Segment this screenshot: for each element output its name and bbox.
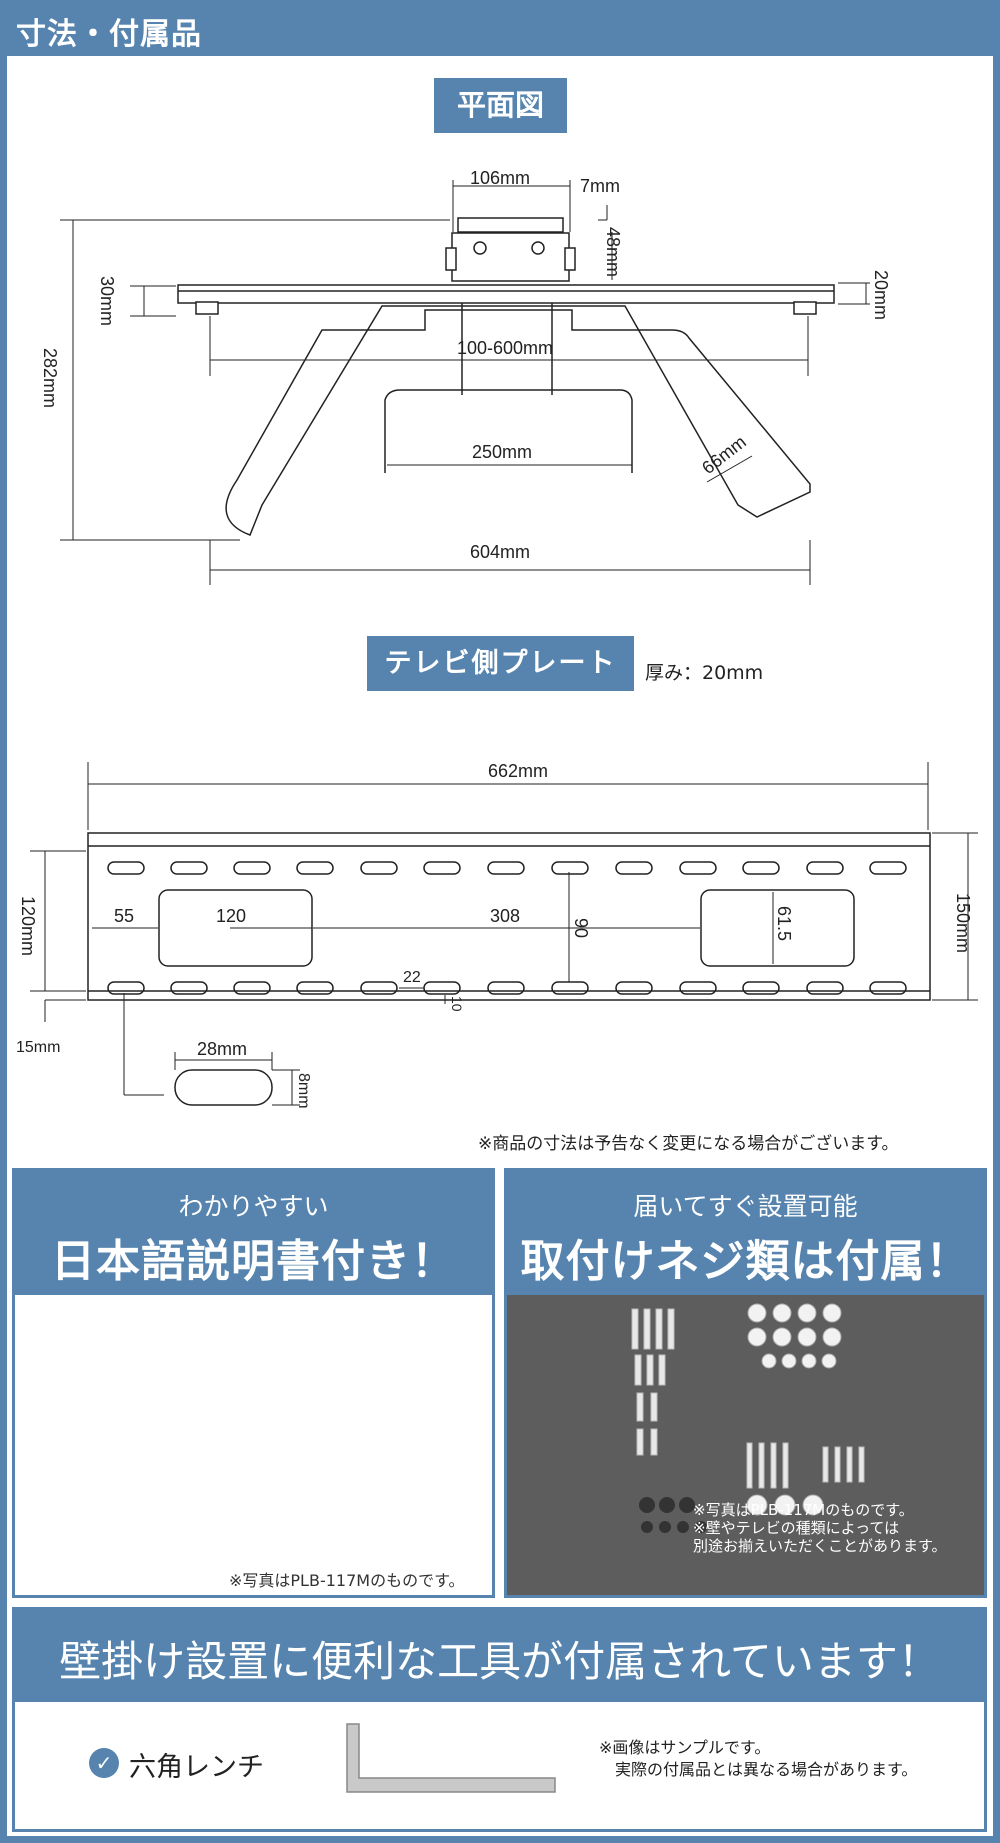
screws-panel-title: 取付けネジ類は付属！ [520, 1236, 971, 1287]
tools-banner-header: 壁掛け設置に便利な工具が付属されています！ [15, 1610, 984, 1702]
plate-cutout-right [700, 889, 855, 967]
plate-drawing [87, 832, 931, 1106]
screws-caption: ※写真はPLB-117Mのものです。 ※壁やテレビの種類によっては 別途お揃えい… [693, 1501, 947, 1555]
screws-panel: 届いてすぐ設置可能 取付けネジ類は付属！ [504, 1168, 987, 1598]
top-plate [177, 284, 835, 304]
screws-caption-line-3: 別途お揃えいただくことがあります。 [693, 1537, 947, 1555]
tools-banner: 壁掛け設置に便利な工具が付属されています！ ✓ 六角レンチ ※画像はサンプルです… [12, 1607, 987, 1832]
tools-banner-title: 壁掛け設置に便利な工具が付属されています！ [59, 1637, 940, 1686]
slots-top [107, 861, 907, 875]
plate-thickness: 厚み：20mm [645, 662, 764, 684]
dim-22: 22 [403, 969, 421, 986]
dim-662: 662mm [488, 761, 548, 781]
manual-panel-title: 日本語説明書付き！ [51, 1236, 456, 1287]
plate-dimension-lines [30, 762, 978, 1106]
dim-90: 90 [571, 918, 591, 938]
base-outline [225, 305, 811, 536]
dim-20: 20mm [871, 270, 891, 320]
bracket-right [793, 301, 817, 315]
dim-120: 120 [216, 906, 246, 926]
hex-wrench-label: 六角レンチ [129, 1752, 264, 1783]
plate-outer [87, 832, 931, 1001]
plate-labels: 662mm 120mm 150mm 15mm 55 120 308 90 61.… [16, 761, 973, 1109]
manual-caption: ※写真はPLB-117Mのものです。 [229, 1571, 465, 1590]
plan-view-label: 平面図 [434, 78, 567, 133]
dim-282: 282mm [40, 348, 60, 408]
slots-bottom [107, 981, 907, 995]
tools-note-line-1: ※画像はサンプルです。 [599, 1738, 771, 1757]
dim-28mm: 28mm [197, 1039, 247, 1059]
screws-caption-line-1: ※写真はPLB-117Mのものです。 [693, 1501, 914, 1519]
tools-note: ※画像はサンプルです。 実際の付属品とは異なる場合があります。 [599, 1737, 917, 1781]
dim-120mm: 120mm [18, 896, 38, 956]
mount-head [451, 232, 570, 282]
base-inner [384, 389, 633, 473]
dim-604: 604mm [470, 542, 530, 562]
slot-detail [174, 1069, 273, 1106]
dim-55: 55 [114, 906, 134, 926]
dim-15mm: 15mm [16, 1039, 60, 1056]
hex-wrench-icon [346, 1723, 556, 1793]
screws-illustration [631, 1303, 865, 1533]
plan-view-drawing [177, 217, 835, 536]
section-title: 寸法・付属品 [16, 17, 202, 52]
tv-plate-label: テレビ側プレート [367, 636, 634, 691]
screws-photo: ※写真はPLB-117Mのものです。 ※壁やテレビの種類によっては 別途お揃えい… [507, 1295, 984, 1595]
manual-panel-subtitle: わかりやすい [178, 1192, 329, 1221]
dim-7: 7mm [580, 176, 620, 196]
checkmark-icon: ✓ [89, 1748, 119, 1778]
dim-100-600: 100-600mm [457, 338, 553, 358]
dim-48: 48mm [603, 227, 623, 277]
screws-panel-header: 届いてすぐ設置可能 取付けネジ類は付属！ [507, 1171, 984, 1295]
manual-panel-header: わかりやすい 日本語説明書付き！ [15, 1171, 492, 1295]
dim-61-5: 61.5 [774, 906, 794, 941]
dimension-note: ※商品の寸法は予告なく変更になる場合がございます。 [478, 1134, 899, 1154]
manual-panel: わかりやすい 日本語説明書付き！ ※写真はPLB-117Mのものです。 [12, 1168, 495, 1598]
dim-10: 10 [449, 996, 465, 1012]
dim-106: 106mm [470, 168, 530, 188]
bracket-left [195, 301, 219, 315]
plan-view-dimension-lines [60, 180, 870, 585]
dim-308: 308 [490, 906, 520, 926]
screws-panel-subtitle: 届いてすぐ設置可能 [633, 1192, 858, 1221]
section-header: 寸法・付属品 [0, 0, 1000, 56]
tools-note-line-2: 実際の付属品とは異なる場合があります。 [615, 1760, 918, 1779]
dim-150mm: 150mm [953, 893, 973, 953]
dim-8mm: 8mm [295, 1073, 312, 1109]
screws-caption-line-2: ※壁やテレビの種類によっては [693, 1519, 900, 1537]
dim-30: 30mm [97, 276, 117, 326]
dim-250: 250mm [472, 442, 532, 462]
